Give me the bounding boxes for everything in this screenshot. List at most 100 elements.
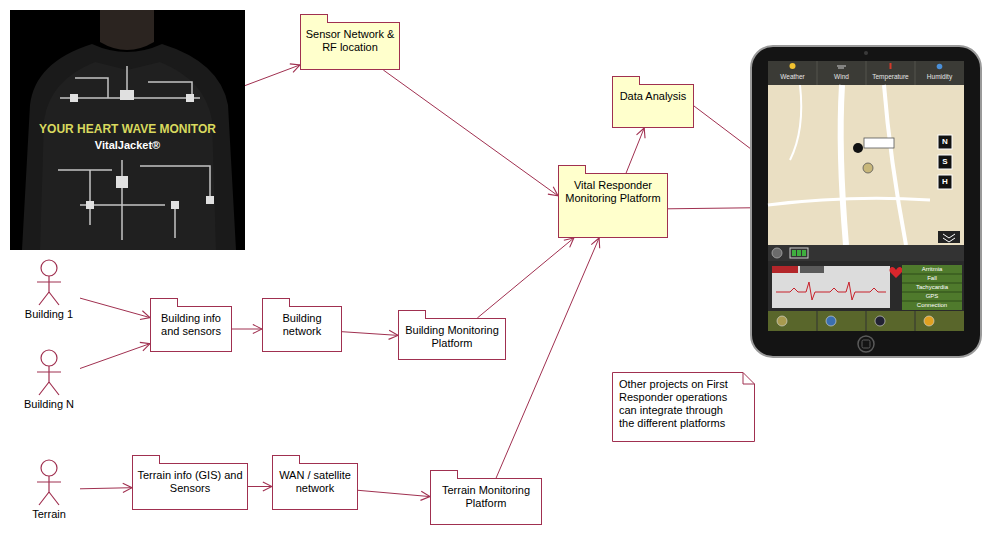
connector-arrow (496, 238, 599, 478)
tablet-device-part (772, 266, 890, 308)
tablet-device-part (863, 163, 873, 173)
screen-label: H (938, 175, 952, 189)
package-label: Terrain Monitoring Platform (435, 484, 537, 510)
connector-arrow (248, 486, 272, 487)
tablet-device-part (817, 61, 915, 85)
tablet-device-part (858, 336, 874, 352)
vitaljacket-photo-part-part (75, 78, 108, 98)
actor-figures-part (41, 460, 57, 476)
connector-line (694, 106, 750, 148)
package-box: Terrain info (GIS) and Sensors (132, 463, 248, 510)
screen-label: N (938, 135, 952, 149)
tablet-device-part (790, 248, 808, 258)
screen-label: Temperature (866, 72, 915, 82)
package-label: Building info and sensors (155, 312, 227, 338)
vitaljacket-photo-part (10, 10, 245, 250)
vitaljacket-photo (10, 10, 245, 250)
tablet-device-part (902, 265, 962, 310)
connector-arrow (477, 238, 574, 318)
vitaljacket-photo-part-part (116, 176, 128, 188)
package-box: Data Analysis (612, 84, 694, 128)
vitaljacket-photo-part-part (70, 94, 78, 102)
vitaljacket-photo-part (40, 62, 216, 250)
tablet-device-part (943, 234, 955, 242)
tablet-device-part-part (790, 85, 801, 160)
vitaljacket-photo-part-part (140, 166, 210, 200)
actor-figures-part (41, 260, 57, 276)
tablet-device-part (768, 61, 964, 331)
connector-arrow (80, 488, 132, 489)
tablet-device-part (792, 250, 796, 256)
actor-figures-part (37, 476, 61, 505)
tablet-device-part (890, 63, 892, 69)
vitaljacket-photo-part-part (206, 196, 214, 204)
note-fold (743, 373, 755, 385)
tablet-device-part (924, 316, 934, 326)
tablet-device-part (817, 311, 915, 331)
tablet-node: WeatherWindTemperatureHumidityNSHArritmi… (750, 45, 982, 358)
tablet-device-part (875, 316, 885, 326)
actor-node: Building 1 (18, 258, 80, 321)
tablet-device-part (776, 282, 886, 300)
tablet-device-part (938, 155, 952, 169)
actor-label: Building N (18, 398, 80, 411)
tablet-device-part (772, 266, 798, 273)
tablet-device-part (751, 46, 981, 357)
actor-figures-part (41, 350, 57, 366)
tablet-device-part (800, 266, 824, 273)
actor-figures-part (37, 366, 61, 395)
actor-label: Building 1 (18, 308, 80, 321)
screen-label: Wind (817, 72, 866, 82)
screen-label: Arritmia (902, 265, 962, 274)
package-box: Building network (262, 306, 342, 352)
package-box: Terrain Monitoring Platform (430, 478, 542, 525)
connector-arrow (245, 65, 300, 86)
package-label: Data Analysis (617, 90, 689, 103)
actor-label: Terrain (18, 508, 80, 521)
connector-line (668, 208, 750, 209)
package-box: Vital Responder Monitoring Platform (558, 173, 668, 238)
vitaljacket-photo-part-part (89, 170, 91, 225)
note-shape (613, 373, 755, 442)
actor-node: Building N (18, 348, 80, 411)
actor-figures-part (37, 276, 61, 305)
tablet-device-part (853, 143, 863, 153)
package-box: WAN / satellite network (272, 463, 358, 510)
vitaljacket-photo-part-part (171, 201, 179, 209)
vitaljacket-photo-part-part (58, 169, 112, 171)
photo-node: YOUR HEART WAVE MONITORVitalJacket® (10, 10, 245, 250)
tablet-device-part (768, 61, 964, 85)
note-text: Other projects on First Responder operat… (619, 378, 739, 430)
tablet-device-part (768, 245, 964, 261)
package-label: Building network (267, 312, 337, 338)
actor-node: Terrain (18, 458, 80, 521)
tablet-device-part (837, 66, 846, 68)
connector-arrow (342, 332, 398, 336)
vitaljacket-photo-part-part (148, 82, 192, 98)
tablet-device-part (938, 135, 952, 149)
tablet-device-part (902, 274, 962, 301)
tablet-device-part-part (841, 85, 846, 245)
screen-label: Tachycardia (902, 283, 962, 292)
connector-arrow (232, 329, 262, 330)
connector-arrow (383, 70, 558, 196)
screen-label: Fall (902, 274, 962, 283)
note-box: Other projects on First Responder operat… (612, 372, 755, 442)
tablet-device (751, 46, 981, 357)
actor-figures (37, 260, 61, 505)
connector-arrow (626, 128, 644, 173)
package-box: Building info and sensors (150, 306, 232, 352)
tablet-device-part (768, 261, 964, 311)
tablet-device-part (772, 248, 782, 258)
tablet-device-part (768, 311, 964, 331)
vitaljacket-photo-part-part (186, 94, 194, 102)
package-box: Sensor Network & RF location (300, 22, 400, 70)
connector-arrow (358, 490, 430, 496)
vitaljacket-photo-part-part (86, 201, 94, 209)
tablet-device-part (938, 175, 952, 189)
screen-label: S (938, 155, 952, 169)
tablet-device-part (864, 138, 894, 148)
package-label: Vital Responder Monitoring Platform (563, 179, 663, 205)
vitaljacket-photo-part (100, 10, 154, 50)
